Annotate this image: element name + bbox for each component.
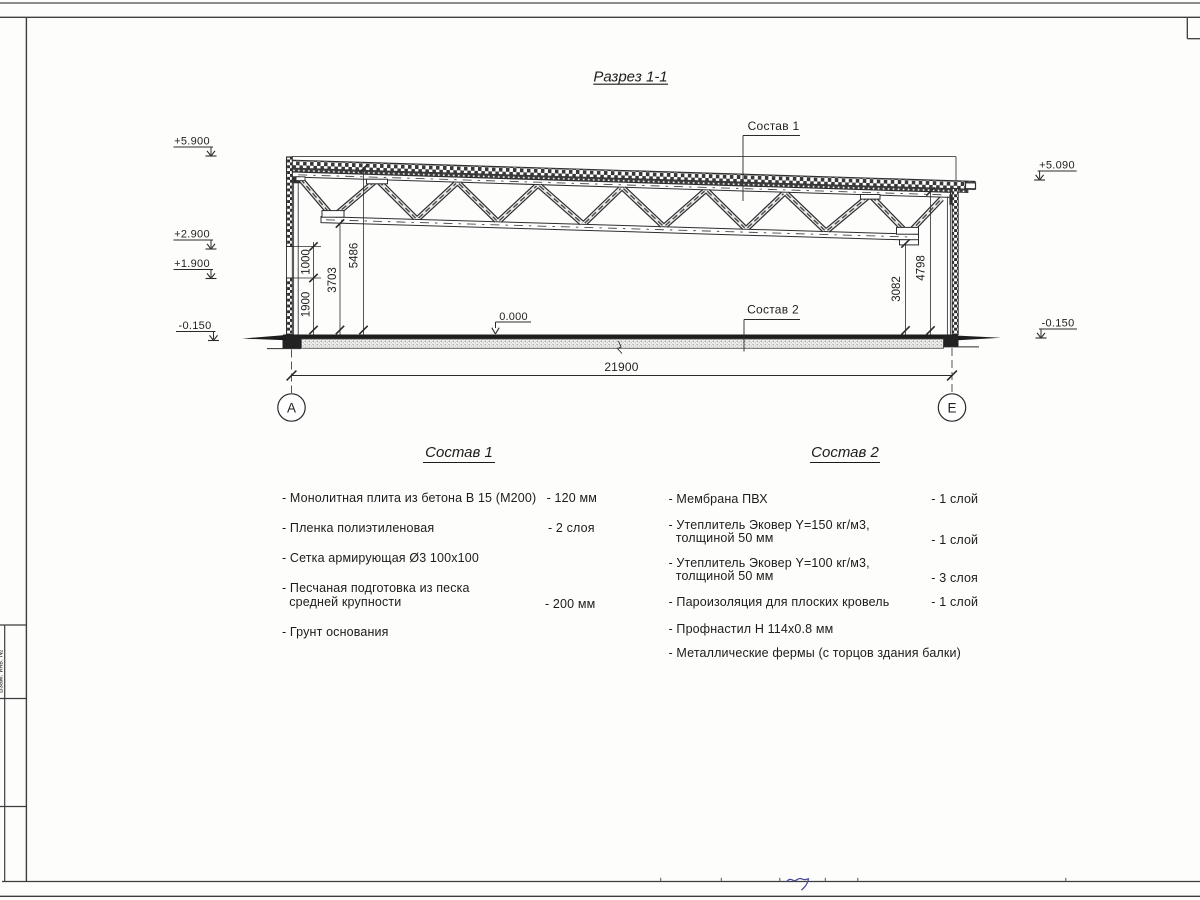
svg-text:Е: Е xyxy=(947,401,956,416)
svg-text:-0.150: -0.150 xyxy=(179,320,212,332)
svg-text:Состав 2: Состав 2 xyxy=(747,303,799,317)
svg-text:А: А xyxy=(287,401,296,416)
svg-text:1000: 1000 xyxy=(301,249,313,275)
svg-text:Состав 1: Состав 1 xyxy=(748,119,800,133)
svg-text:+1.900: +1.900 xyxy=(174,258,210,270)
svg-text:1900: 1900 xyxy=(301,292,313,318)
svg-text:+5.900: +5.900 xyxy=(174,136,210,148)
svg-text:3703: 3703 xyxy=(327,267,339,293)
svg-text:+2.900: +2.900 xyxy=(174,229,210,241)
svg-text:+5.090: +5.090 xyxy=(1039,160,1075,172)
svg-text:4798: 4798 xyxy=(916,255,928,281)
svg-text:5486: 5486 xyxy=(349,243,361,269)
svg-text:Взам. инв. №: Взам. инв. № xyxy=(0,650,5,693)
svg-text:21900: 21900 xyxy=(604,360,638,374)
svg-text:-0.150: -0.150 xyxy=(1042,318,1075,330)
svg-text:Разрез 1-1: Разрез 1-1 xyxy=(593,69,667,86)
svg-text:0.000: 0.000 xyxy=(499,311,528,323)
svg-text:3082: 3082 xyxy=(891,276,903,302)
